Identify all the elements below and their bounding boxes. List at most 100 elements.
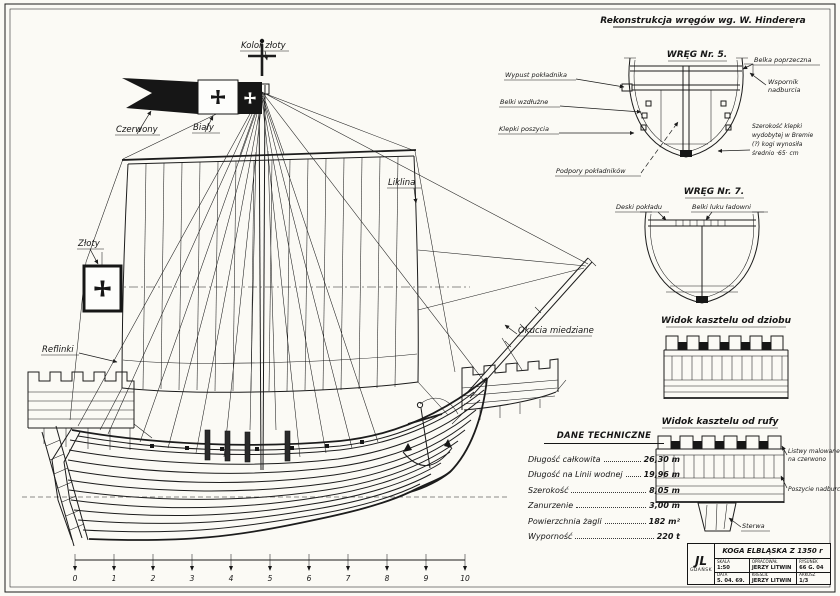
label-reflinki: Reflinki: [42, 345, 74, 355]
label-sterwa: Sterwa: [742, 522, 765, 530]
tech-row-length-overall: Długość całkowita 26,30 m: [528, 448, 680, 464]
label-okucia-miedziane: Okucia miedziane: [518, 326, 594, 336]
sheet-border: [4, 3, 836, 593]
anchor: [402, 397, 459, 469]
scale-tick-1: 1: [112, 574, 117, 583]
yard: [121, 149, 417, 161]
cell-label: SKALA: [717, 559, 730, 564]
label-czerwony: Czerwony: [116, 125, 159, 135]
frame7-title: WRĘG Nr. 7.: [684, 187, 744, 197]
label-kolor-zloty: Kolor złoty: [241, 41, 287, 51]
cell-value: 66 G. 04: [799, 564, 824, 571]
dotted-leader: [575, 538, 654, 539]
tech-row-draught: Zanurzenie 3,00 m: [528, 495, 680, 510]
tech-value: 182 m²: [648, 516, 680, 526]
stern-castle-title: Widok kasztelu od rufy: [662, 417, 780, 427]
tech-label: Zanurzenie: [528, 501, 574, 510]
side-flag: [82, 252, 123, 313]
label-note-1: Szerokość klepki: [752, 123, 802, 130]
frame-section-5: WRĘG Nr. 5.: [621, 50, 754, 158]
scale-tick-8: 8: [385, 574, 390, 583]
stern-ladder: [41, 425, 89, 547]
scale-ruler: 0 1 2 3 4 5 6 7 8 9 10: [73, 554, 470, 583]
technical-data-panel: DANE TECHNICZNE Długość całkowita 26,30 …: [528, 431, 680, 541]
dotted-leader: [604, 522, 646, 524]
label-belka-poprzeczna: Belka poprzeczna: [754, 56, 811, 64]
main-view-labels: Kolor złoty Czerwony Biały Liklina Złoty…: [41, 41, 594, 364]
stern-castle-view: Widok kasztelu od rufy Listwy malowane n…: [655, 417, 840, 532]
label-wspornik-1: Wspornik: [768, 78, 799, 86]
label-liklina: Liklina: [388, 178, 415, 188]
cell-value: JERZY LITWIN: [751, 564, 792, 571]
tech-row-beam: Szerokość 8,05 m: [528, 479, 680, 495]
cell-label: OPRACOWAŁ: [751, 559, 778, 564]
title-block-right: KOGA ELBLĄSKA Z 1350 r SKALA 1:50 OPRACO…: [715, 544, 830, 584]
scale-tick-10: 10: [460, 574, 470, 583]
label-note-3: (?) kogi wynosiła: [752, 141, 803, 148]
bow-castle-title: Widok kasztelu od dziobu: [661, 316, 792, 326]
label-bialy: Biały: [193, 123, 215, 133]
scale-tick-4: 4: [229, 574, 234, 583]
tech-value: 3,00 m: [649, 501, 680, 510]
label-deski-pokladu: Deski pokładu: [616, 203, 662, 211]
scale-tick-0: 0: [73, 574, 78, 583]
scale-tick-2: 2: [151, 574, 156, 583]
cell-label: ARKUSZ: [799, 572, 816, 577]
label-podpory-pokladnikow: Podpory pokładników: [556, 167, 626, 175]
logo-monogram: JL: [694, 554, 708, 568]
tech-row-displacement: Wyporność 220 t: [528, 526, 680, 541]
label-poszycie-nadburcia: Poszycie nadburcia: [788, 486, 840, 493]
frame-reconstruction-panel: Rekonstrukcja wręgów wg. W. Hinderera WR…: [498, 15, 820, 304]
technical-data-title: DANE TECHNICZNE: [544, 431, 664, 444]
cell-kreslil: KREŚLIŁ JERZY LITWIN: [748, 571, 797, 584]
cell-value: JERZY LITWIN: [751, 577, 792, 584]
ship-side-view: Kolor złoty Czerwony Biały Liklina Złoty…: [22, 38, 597, 547]
tech-label: Długość całkowita: [528, 454, 601, 464]
label-klepki-poszycia: Klepki poszycia: [499, 125, 549, 133]
label-listwy-2: na czerwono: [788, 456, 826, 463]
cell-label: RYSUNEK: [799, 559, 818, 564]
cell-opracowal: OPRACOWAŁ JERZY LITWIN: [748, 559, 796, 572]
dotted-leader: [576, 507, 647, 508]
deck-posts: [204, 429, 291, 463]
scale-tick-9: 9: [424, 574, 429, 583]
bow-castle-view: Widok kasztelu od dziobu: [661, 316, 792, 399]
frame5-labels: Wypust pokładnika Belki wzdłużne Klepki …: [498, 56, 820, 177]
label-belki-luku: Belki luku ładowni: [692, 203, 751, 211]
cell-value: 1:50: [717, 564, 730, 571]
cell-data: DATA 5. 04. 69.: [715, 571, 749, 585]
tech-value: 8,05 m: [649, 485, 680, 495]
label-note-2: wydobytej w Bremie: [752, 132, 814, 139]
tech-label: Szerokość: [528, 485, 569, 495]
frame-section-7: WRĘG Nr. 7. Deski pokładu Belki luku ład…: [615, 187, 768, 304]
reconstruction-title: Rekonstrukcja wręgów wg. W. Hinderera: [600, 15, 806, 26]
cell-label: KREŚLIŁ: [751, 572, 768, 577]
tech-value: 220 t: [656, 532, 680, 541]
dotted-leader: [625, 476, 641, 477]
scale-tick-6: 6: [307, 574, 312, 583]
label-wspornik-2: nadburcia: [768, 86, 801, 94]
cell-rysunek: RYSUNEK 66 G. 04: [796, 559, 830, 572]
cell-value: 5. 04. 69.: [717, 577, 745, 584]
tech-value: 19,96 m: [643, 470, 680, 479]
label-zloty: Złoty: [77, 239, 101, 249]
scale-tick-7: 7: [346, 574, 351, 583]
hull: [51, 377, 488, 541]
tech-label: Wyporność: [528, 532, 573, 541]
frame5-title: WRĘG Nr. 5.: [667, 50, 727, 60]
tech-row-waterline-length: Długość na Linii wodnej 19,96 m: [528, 464, 680, 479]
tech-label: Długość na Linii wodnej: [528, 470, 623, 479]
rigging: [69, 91, 589, 458]
cell-label: DATA: [717, 572, 728, 577]
label-listwy-1: Listwy malowane: [788, 448, 840, 455]
tech-value: 26,30 m: [643, 454, 680, 464]
dotted-leader: [571, 491, 647, 493]
logo-city: GDAŃSK: [689, 568, 713, 573]
label-note-4: średnio ·65· cm: [752, 150, 799, 157]
cell-skala: SKALA 1:50: [715, 559, 749, 572]
title-block-grid: SKALA 1:50 OPRACOWAŁ JERZY LITWIN RYSUNE…: [715, 559, 830, 584]
tech-row-sail-area: Powierzchnia żagli 182 m²: [528, 510, 680, 526]
sail: [112, 155, 470, 393]
